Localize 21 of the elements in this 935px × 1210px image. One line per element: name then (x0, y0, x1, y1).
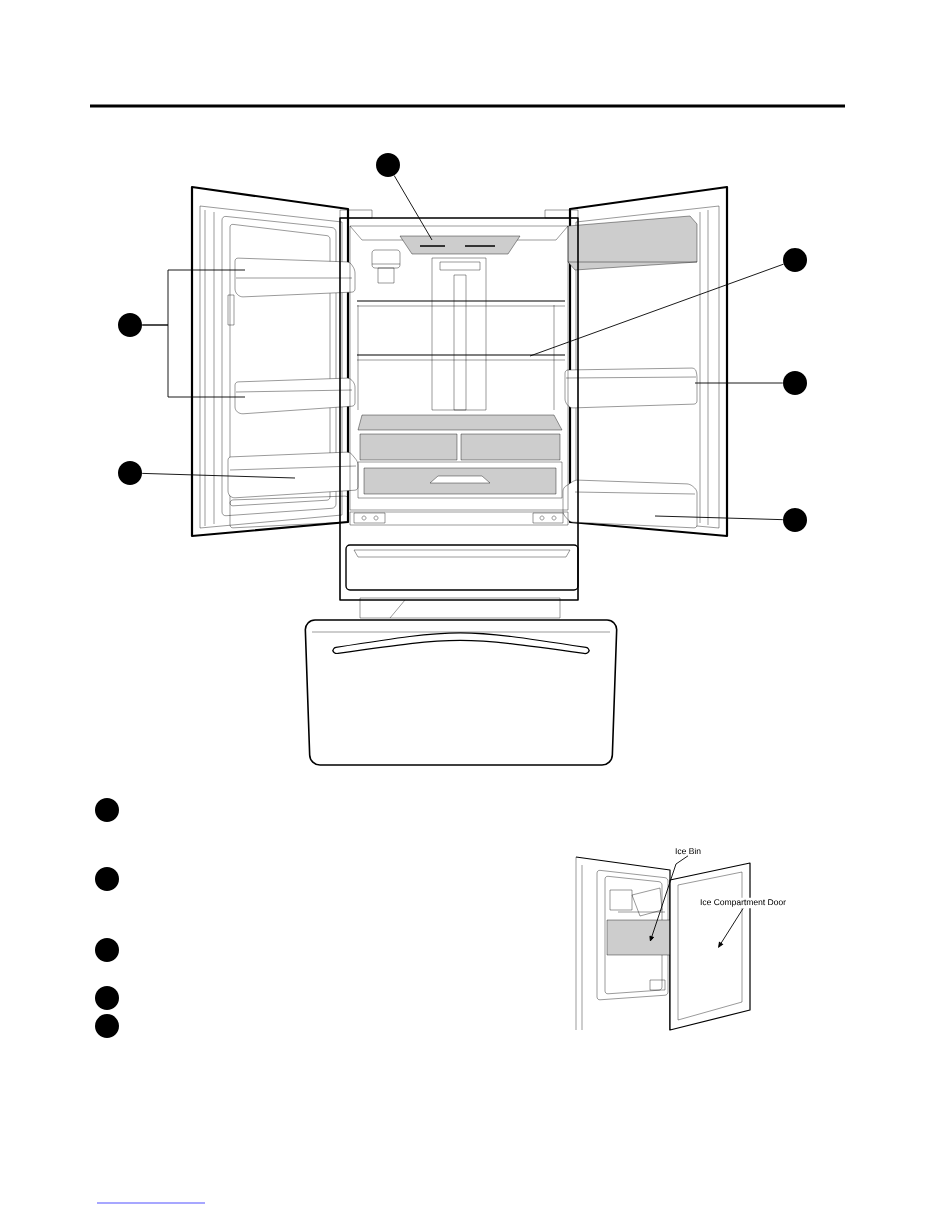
callout-circle (783, 248, 807, 272)
callout-circle (95, 798, 119, 822)
leader-line (654, 515, 784, 521)
leader-line (141, 324, 246, 398)
callout-circle (95, 867, 119, 891)
callout-circle (95, 938, 119, 962)
part-label: Ice Compartment Door (698, 897, 788, 909)
callout-circle (783, 508, 807, 532)
leader-line (694, 382, 784, 384)
callout-circle (118, 313, 142, 337)
callout-circle (783, 371, 807, 395)
leader-line (718, 908, 744, 948)
part-label: Ice Bin (673, 846, 703, 856)
callout-circle (95, 1014, 119, 1038)
leader-line (529, 263, 784, 357)
leader-line (393, 175, 433, 241)
callout-circle (118, 461, 142, 485)
leader-line (649, 855, 689, 942)
callout-circle (376, 153, 400, 177)
callout-circle (95, 986, 119, 1010)
leader-line (141, 472, 296, 479)
